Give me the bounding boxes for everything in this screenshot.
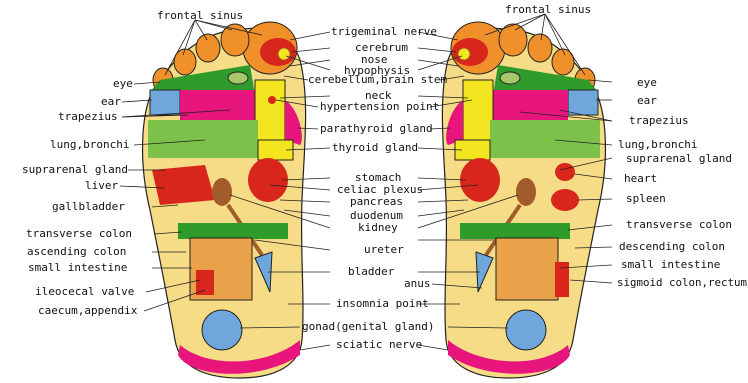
label-sciatic-nerve: sciatic nerve <box>336 338 422 351</box>
label-trapezius-right: trapezius <box>629 114 689 127</box>
right-trapezius-zone <box>493 90 568 122</box>
label-suprarenal-gland-right: suprarenal gland <box>626 152 732 165</box>
label-suprarenal-gland-left: suprarenal gland <box>22 163 128 176</box>
right-spleen-zone <box>551 189 579 211</box>
labels: frontal sinus frontal sinus trigeminal n… <box>22 3 747 351</box>
right-eye-zone <box>500 72 520 84</box>
label-pancreas: pancreas <box>350 195 403 208</box>
label-heart: heart <box>624 172 657 185</box>
label-frontal-sinus-right: frontal sinus <box>505 3 591 16</box>
label-ear-right: ear <box>637 94 657 107</box>
label-ear-left: ear <box>101 95 121 108</box>
label-small-intestine-right: small intestine <box>621 258 720 271</box>
label-insomnia-point: insomnia point <box>336 297 429 310</box>
label-eye-right: eye <box>637 76 657 89</box>
label-anus: anus <box>404 277 431 290</box>
right-heart-zone <box>555 163 575 181</box>
label-transverse-colon-right: transverse colon <box>626 218 732 231</box>
label-gonad: gonad(genital gland) <box>302 320 434 333</box>
right-kidney-zone <box>516 178 536 206</box>
left-transverse-colon-zone <box>178 223 288 239</box>
label-parathyroid-gland: parathyroid gland <box>320 122 433 135</box>
right-toe-3 <box>528 34 552 62</box>
label-ileocecal-valve: ileocecal valve <box>35 285 134 298</box>
label-trigeminal-nerve: trigeminal nerve <box>331 25 437 38</box>
right-ear-zone <box>568 90 598 115</box>
label-ascending-colon: ascending colon <box>27 245 126 258</box>
left-neck-marker <box>268 96 276 104</box>
label-eye-left: eye <box>113 77 133 90</box>
right-hypophysis-zone <box>458 48 470 60</box>
left-gonad-zone <box>202 310 242 350</box>
label-descending-colon: descending colon <box>619 240 725 253</box>
right-small-intestine-zone <box>496 238 558 300</box>
left-kidney-zone <box>212 178 232 206</box>
left-eye-zone <box>228 72 248 84</box>
left-liver-zone <box>152 165 215 205</box>
label-trapezius-left: trapezius <box>58 110 118 123</box>
label-liver: liver <box>85 179 118 192</box>
label-small-intestine-left: small intestine <box>28 261 127 274</box>
label-sigmoid-colon-rectum: sigmoid colon,rectum <box>617 276 747 289</box>
label-thyroid-gland: thyroid gland <box>332 141 418 154</box>
label-lung-bronchi-right: lung,bronchi <box>618 138 697 151</box>
left-toe-3 <box>196 34 220 62</box>
label-spleen: spleen <box>626 192 666 205</box>
label-hypertension-point: hypertension point <box>320 100 439 113</box>
label-kidney: kidney <box>358 221 398 234</box>
label-transverse-colon-left: transverse colon <box>26 227 132 240</box>
left-lung-zone <box>148 120 258 158</box>
right-gonad-zone <box>506 310 546 350</box>
label-bladder: bladder <box>348 265 395 278</box>
label-cerebellum-brain-stem: cerebellum,brain stem <box>308 73 447 86</box>
right-lung-zone <box>490 120 600 158</box>
right-transverse-colon-zone <box>460 223 570 239</box>
label-frontal-sinus-left: frontal sinus <box>157 9 243 22</box>
label-ureter: ureter <box>364 243 404 256</box>
left-trapezius-zone <box>180 90 255 122</box>
label-caecum-appendix: caecum,appendix <box>38 304 138 317</box>
left-hypophysis-zone <box>278 48 290 60</box>
left-ear-zone <box>150 90 180 115</box>
label-lung-bronchi-left: lung,bronchi <box>50 138 129 151</box>
left-caecum-zone <box>196 270 214 295</box>
label-gallbladder: gallbladder <box>52 200 125 213</box>
